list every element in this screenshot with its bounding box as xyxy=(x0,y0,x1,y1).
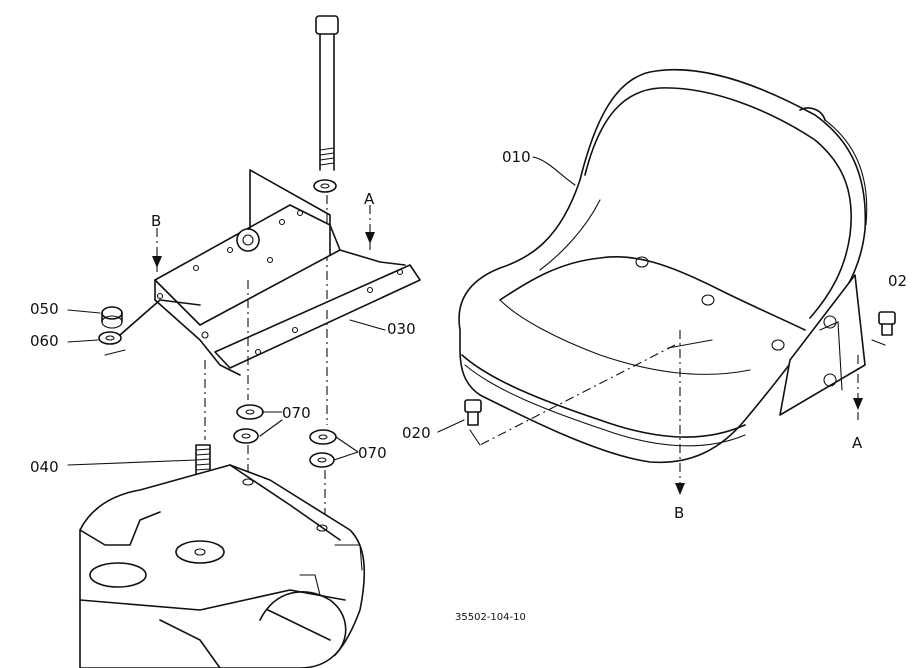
seat-leader-020 xyxy=(479,344,676,446)
label-070-left: 070 xyxy=(282,404,311,422)
washer-top xyxy=(313,179,337,193)
label-02-right: 02 xyxy=(888,272,907,290)
label-040: 040 xyxy=(30,458,59,476)
view-arrow-b-bottom xyxy=(675,483,685,495)
label-050: 050 xyxy=(30,300,59,318)
marker-b-top: B xyxy=(151,212,161,230)
marker-a-top: A xyxy=(364,190,375,208)
bolt-020 xyxy=(464,399,482,426)
tractor-frame xyxy=(79,464,366,668)
label-020: 020 xyxy=(402,424,431,442)
seat-assembly xyxy=(458,68,868,464)
label-010: 010 xyxy=(502,148,531,166)
seat-bracket-030 xyxy=(119,169,421,376)
washers-070-right xyxy=(309,429,337,468)
marker-a-bottom: A xyxy=(852,434,863,452)
view-arrow-a-top xyxy=(365,205,375,250)
marker-b-bottom: B xyxy=(674,504,684,522)
bolt-02-right xyxy=(878,311,896,336)
washer-060 xyxy=(98,331,122,345)
drawing-number: 35502-104-10 xyxy=(455,612,526,623)
label-060: 060 xyxy=(30,332,59,350)
label-030: 030 xyxy=(387,320,416,338)
label-070-right: 070 xyxy=(358,444,387,462)
view-arrow-b-top xyxy=(152,228,162,272)
view-arrow-a-bottom xyxy=(853,398,863,410)
nut-050 xyxy=(101,306,123,329)
long-bolt xyxy=(315,15,339,171)
washers-070-left xyxy=(233,404,264,444)
